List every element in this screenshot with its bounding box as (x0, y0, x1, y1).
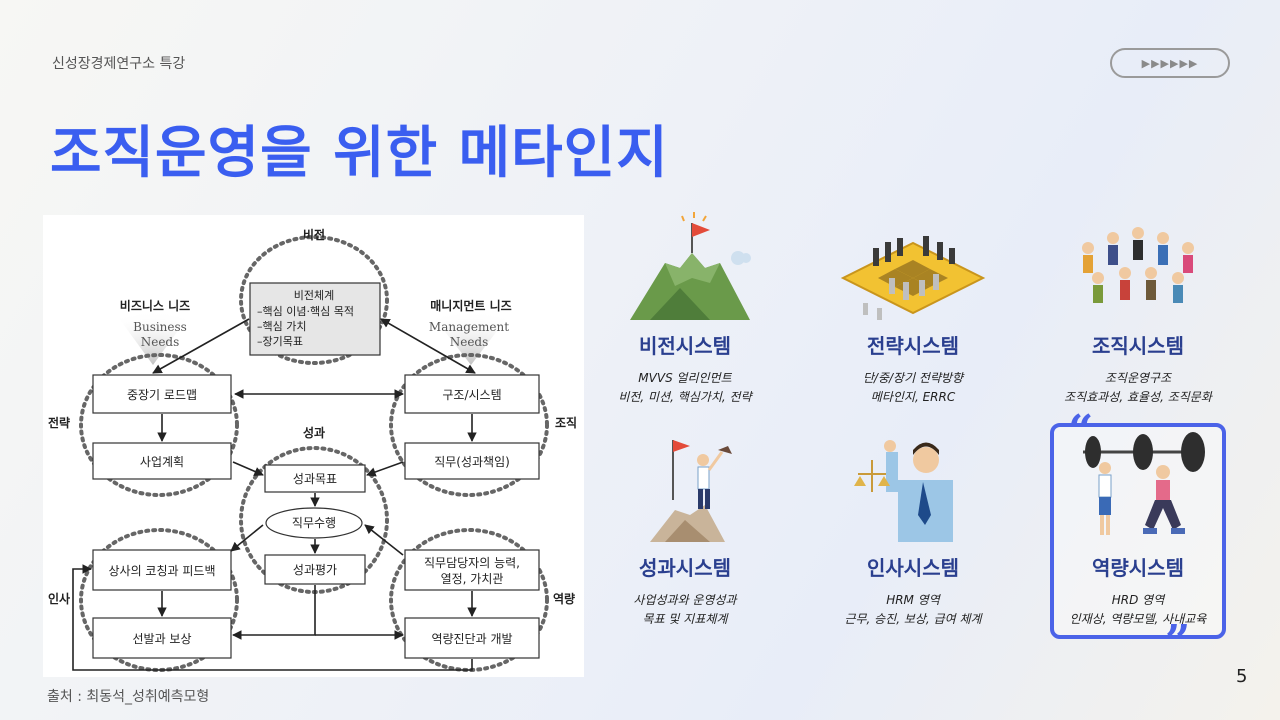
card-strategy-system[interactable]: 전략시스템 단/중/장기 전략방향 메타인지, ERRC (828, 208, 998, 407)
management-needs-en-1: Management (429, 320, 509, 334)
card-desc: 조직운영구조 조직효과성, 효율성, 조직문화 (1053, 369, 1223, 407)
business-needs-en-2: Needs (141, 335, 180, 349)
vision-circle (239, 235, 389, 365)
mountain-flag-icon (630, 212, 751, 320)
capability-dev-box (404, 617, 540, 659)
org-label: 조직 (555, 415, 577, 430)
job-exec-ellipse (265, 507, 363, 539)
card-title: 성과시스템 (639, 556, 731, 580)
arrow-plan-goal (232, 461, 264, 476)
capability-circle (389, 528, 549, 672)
capability-label: 역량 (553, 591, 575, 606)
vision-box (249, 282, 381, 356)
hr-label: 인사 (48, 591, 70, 606)
card-title: 조직시스템 (1092, 334, 1184, 358)
card-capability-system[interactable]: 역량시스템 HRD 영역 인재상, 역량모델, 사내교육 (1053, 430, 1223, 629)
businessman-scales-icon (854, 440, 953, 542)
capability-dev-text: 역량진단과 개발 (431, 632, 512, 646)
strategy-circle (79, 353, 239, 497)
perf-goal-text: 성과목표 (293, 472, 337, 486)
performance-label: 성과 (303, 425, 325, 440)
job-box (404, 442, 540, 480)
strategy-label: 전략 (48, 415, 70, 430)
structure-box (404, 374, 540, 414)
card-desc-line: 메타인지, ERRC (870, 390, 956, 404)
climber-summit-icon (650, 440, 732, 542)
arrow-feedback-loop (72, 564, 473, 671)
card-desc-line: 단/중/장기 전략방향 (862, 371, 964, 385)
card-desc: HRM 영역 근무, 승진, 보상, 급여 체계 (828, 591, 998, 629)
hr-circle (79, 528, 239, 672)
weightlifters-icon (1083, 432, 1205, 535)
vision-box-line-1: 비전체계 (294, 289, 334, 302)
next-slide-button[interactable]: ▶▶▶▶▶▶ (1110, 48, 1230, 78)
business-needs-fan (113, 310, 193, 365)
coaching-box (92, 549, 232, 591)
close-quote-icon: ” (1165, 616, 1191, 667)
business-needs-label: 비즈니스 니즈 (120, 298, 190, 313)
card-desc-line: HRM 영역 (886, 593, 940, 607)
card-org-system[interactable]: 조직시스템 조직운영구조 조직효과성, 효율성, 조직문화 (1053, 208, 1223, 407)
people-group-icon (1082, 227, 1194, 303)
arrow-job-goal (366, 461, 404, 477)
page-title: 조직운영을 위한 메타인지 (50, 121, 669, 186)
perf-eval-text: 성과평가 (293, 563, 337, 577)
card-desc: 단/중/장기 전략방향 메타인지, ERRC (828, 369, 998, 407)
management-needs-en-2: Needs (450, 335, 489, 349)
owner-capability-box (404, 549, 540, 591)
card-desc: 사업성과와 운영성과 목표 및 지표체계 (600, 591, 770, 629)
source-caption: 출처 : 최동석_성취예측모형 (47, 689, 210, 705)
card-desc-line: 조직효과성, 효율성, 조직문화 (1064, 390, 1212, 404)
card-desc-line: 근무, 승진, 보상, 급여 체계 (844, 612, 982, 626)
card-desc-line: 인재상, 역량모델, 사내교육 (1069, 612, 1207, 626)
vision-box-line-3: –핵심 가치 (257, 320, 306, 333)
arrow-exec-owner (364, 524, 404, 556)
business-plan-text: 사업계획 (140, 455, 184, 469)
arrow-exec-coaching (230, 524, 264, 552)
card-desc-line: 비전, 미션, 핵심가치, 전략 (618, 390, 752, 404)
job-text: 직무(성과책임) (434, 454, 510, 469)
perf-goal-box (264, 464, 366, 493)
card-title: 전략시스템 (867, 334, 959, 358)
card-desc-line: HRD 영역 (1111, 593, 1165, 607)
card-desc-line: 사업성과와 운영성과 (633, 593, 737, 607)
job-exec-text: 직무수행 (292, 515, 336, 530)
vision-box-line-2: –핵심 이념·핵심 목적 (257, 305, 354, 318)
card-title: 인사시스템 (867, 556, 959, 580)
card-title: 비전시스템 (639, 334, 731, 358)
card-desc-line: 조직운영구조 (1104, 371, 1172, 385)
selection-text: 선발과 보상 (132, 632, 191, 646)
performance-circle (239, 446, 389, 594)
performance-model-diagram: 비전체계 –핵심 이념·핵심 목적 –핵심 가치 –장기목표 비전 비즈니스 니… (43, 215, 584, 677)
roadmap-text: 중장기 로드맵 (127, 388, 197, 402)
card-desc: MVVS 얼리인먼트 비전, 미션, 핵심가치, 전략 (600, 369, 770, 407)
selection-box (92, 617, 232, 659)
lecture-subtitle: 신성장경제연구소 특강 (52, 56, 186, 72)
card-title: 역량시스템 (1092, 556, 1184, 580)
card-desc: HRD 영역 인재상, 역량모델, 사내교육 (1053, 591, 1223, 629)
page-number: 5 (1236, 666, 1248, 687)
owner-capability-text-1: 직무담당자의 능력, (424, 556, 520, 570)
card-desc-line: MVVS 얼리인먼트 (638, 371, 732, 385)
roadmap-box (92, 374, 232, 414)
perf-eval-box (264, 554, 366, 585)
owner-capability-text-2: 열정, 가치관 (441, 572, 504, 586)
structure-text: 구조/시스템 (442, 388, 501, 402)
card-hr-system[interactable]: 인사시스템 HRM 영역 근무, 승진, 보상, 급여 체계 (828, 430, 998, 629)
business-plan-box (92, 442, 232, 480)
management-needs-label: 매니지먼트 니즈 (430, 298, 511, 313)
arrow-vision-roadmap (152, 318, 250, 374)
card-desc-line: 목표 및 지표체계 (642, 612, 728, 626)
vision-box-line-4: –장기목표 (257, 335, 303, 348)
chessboard-icon (840, 236, 986, 320)
business-needs-en-1: Business (133, 320, 187, 334)
card-performance-system[interactable]: 성과시스템 사업성과와 운영성과 목표 및 지표체계 (600, 430, 770, 629)
vision-label: 비전 (303, 227, 325, 242)
arrow-vision-structure (380, 318, 476, 374)
card-vision-system[interactable]: 비전시스템 MVVS 얼리인먼트 비전, 미션, 핵심가치, 전략 (600, 208, 770, 407)
coaching-text: 상사의 코칭과 피드백 (109, 564, 216, 578)
